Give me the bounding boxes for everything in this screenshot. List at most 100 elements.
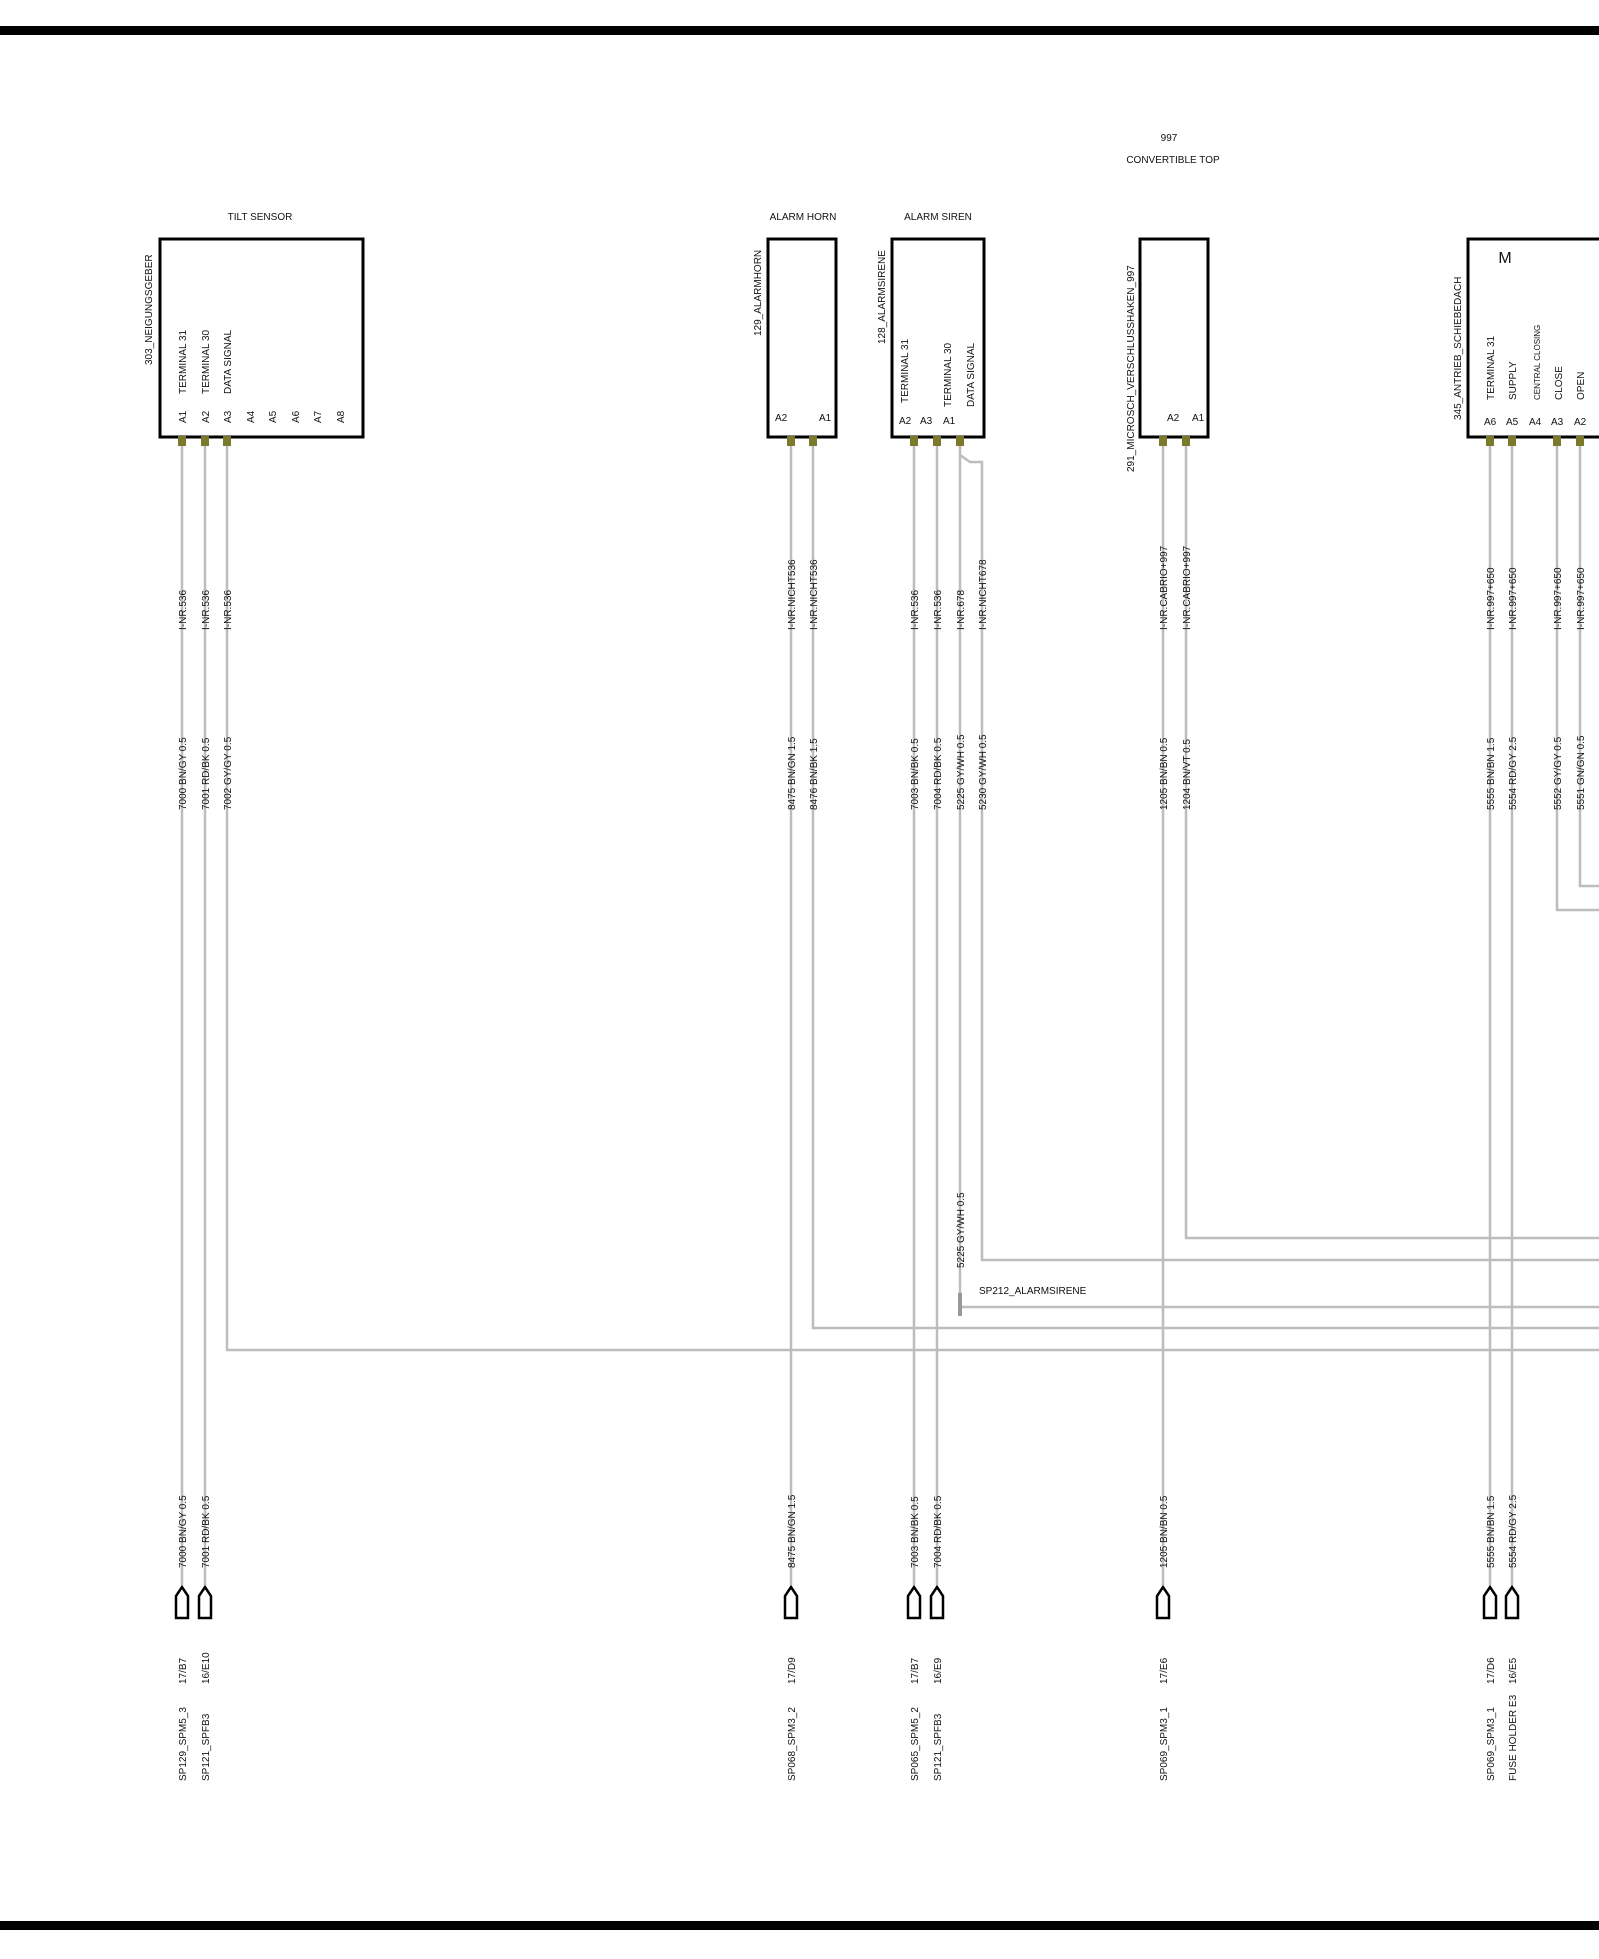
- pin-terminal[interactable]: [1508, 436, 1516, 446]
- tilt-fn-3: DATA SIGNAL: [223, 329, 234, 394]
- siren-pin-label: A2: [899, 416, 912, 427]
- wire-id-mid: 5225 GY/WH 0.5: [956, 1192, 967, 1268]
- connector-arrow[interactable]: [197, 1584, 213, 1620]
- grid-ref: 17/D6: [1486, 1657, 1497, 1684]
- splice-label: SP212_ALARMSIRENE: [979, 1286, 1087, 1297]
- motor-fn-4: CLOSE: [1554, 366, 1565, 400]
- tilt-pin-label: A4: [246, 410, 257, 423]
- siren-box: [890, 237, 986, 439]
- horn-pin-label: A1: [819, 413, 832, 424]
- wire-id: 5552 GY/GY 0.5: [1553, 736, 1564, 810]
- component-tilt-sensor[interactable]: TILT SENSOR 303_NEIGUNGSGEBER TERMINAL 3…: [144, 212, 365, 446]
- siren-pin-label: A1: [943, 416, 956, 427]
- destination: SP065_SPM5_2: [910, 1707, 921, 1781]
- component-microswitch[interactable]: 291_MICROSCH_VERSCHLUSSHAKEN_997 A2 A1: [1126, 237, 1210, 472]
- motor-box: [1466, 237, 1599, 439]
- motor-pin-label: A3: [1551, 417, 1564, 428]
- wire-labels-upper: I-NR.536 I-NR.536 I-NR.536 I-NR.NICHT536…: [178, 545, 1587, 1268]
- pin-terminal[interactable]: [1553, 436, 1561, 446]
- component-alarm-horn[interactable]: ALARM HORN 129_ALARMHORN A2 A1: [753, 212, 838, 446]
- wire-id-bottom: 5555 BN/BN 1.5: [1486, 1495, 1497, 1568]
- connector-arrow[interactable]: [906, 1584, 922, 1620]
- wire-condition: I-NR.536: [223, 590, 234, 630]
- pin-terminal[interactable]: [809, 436, 817, 446]
- pin-terminal[interactable]: [933, 436, 941, 446]
- horn-title: ALARM HORN: [770, 212, 837, 223]
- pin-terminal[interactable]: [910, 436, 918, 446]
- connector-arrow[interactable]: [783, 1584, 799, 1620]
- micro-box: [1138, 237, 1210, 439]
- wire-condition: I-NR.997+650: [1508, 567, 1519, 630]
- group-name: CONVERTIBLE TOP: [1126, 155, 1220, 166]
- wire-condition: I-NR.536: [178, 590, 189, 630]
- connector-arrow[interactable]: [1482, 1584, 1498, 1620]
- pin-terminal[interactable]: [223, 436, 231, 446]
- tilt-pin-label: A2: [201, 410, 212, 423]
- tilt-code: 303_NEIGUNGSGEBER: [144, 254, 155, 365]
- wire-id: 7003 BN/BK 0.5: [910, 738, 921, 810]
- pin-terminal[interactable]: [1182, 436, 1190, 446]
- tilt-fn-1: TERMINAL 31: [178, 329, 189, 394]
- grid-ref: 16/E9: [933, 1657, 944, 1684]
- pin-terminal[interactable]: [1486, 436, 1494, 446]
- connector-arrow[interactable]: [929, 1584, 945, 1620]
- wire-1204[interactable]: [1184, 440, 1599, 1240]
- wire-id: 5555 BN/BN 1.5: [1486, 737, 1497, 810]
- wire-condition: I-NR.536: [933, 590, 944, 630]
- wire-condition: I-NR.536: [910, 590, 921, 630]
- wire-id: 5554 RD/GY 2.5: [1508, 736, 1519, 810]
- group-number: 997: [1161, 133, 1178, 144]
- connector-arrow[interactable]: [174, 1584, 190, 1620]
- pin-terminal[interactable]: [1576, 436, 1584, 446]
- wire-condition: I-NR.NICHT536: [787, 559, 798, 630]
- grid-ref: 17/E6: [1159, 1657, 1170, 1684]
- tilt-pin-label: A6: [291, 410, 302, 423]
- tilt-pin-label: A7: [313, 410, 324, 423]
- horn-box: [766, 237, 838, 439]
- motor-pin-label: A6: [1484, 417, 1497, 428]
- horn-code: 129_ALARMHORN: [753, 250, 764, 336]
- pin-terminal[interactable]: [201, 436, 209, 446]
- wire-5230[interactable]: [959, 453, 1599, 1262]
- tilt-pin-label: A3: [223, 410, 234, 423]
- pin-terminal[interactable]: [1159, 436, 1167, 446]
- tilt-pin-label: A1: [178, 410, 189, 423]
- siren-code: 128_ALARMSIRENE: [877, 250, 888, 344]
- wire-5551[interactable]: [1578, 440, 1599, 888]
- destination: SP121_SPFB3: [201, 1713, 212, 1781]
- tilt-pin-label: A8: [336, 410, 347, 423]
- wire-labels-lower: 7000 BN/GY 0.5 7001 RD/BK 0.5 8475 BN/GN…: [178, 1494, 1519, 1568]
- motor-pin-label: A2: [1574, 417, 1587, 428]
- component-sliding-roof-motor[interactable]: M 345_ANTRIEB_SCHIEBEDACH TERMINAL 31 SU…: [1453, 237, 1599, 446]
- connector-arrow[interactable]: [1504, 1584, 1520, 1620]
- connector-arrow[interactable]: [1155, 1584, 1171, 1620]
- destination: SP069_SPM3_1: [1159, 1707, 1170, 1781]
- destinations: SP129_SPM5_3 SP121_SPFB3 SP068_SPM3_2 SP…: [178, 1694, 1519, 1781]
- siren-fn-2: TERMINAL 30: [943, 342, 954, 407]
- wire-8476[interactable]: [811, 440, 1599, 1330]
- tilt-fn-2: TERMINAL 30: [201, 329, 212, 394]
- tilt-box: [158, 237, 365, 439]
- wire-id: 5225 GY/WH 0.5: [956, 734, 967, 810]
- wire-condition: I-NR.997+650: [1553, 567, 1564, 630]
- wire-condition: I-NR.997+650: [1576, 567, 1587, 630]
- destination: SP068_SPM3_2: [787, 1707, 798, 1781]
- wire-condition: I-NR.536: [201, 590, 212, 630]
- wire-id-bottom: 7003 BN/BK 0.5: [910, 1496, 921, 1568]
- wire-id: 7002 GY/GY 0.5: [223, 736, 234, 810]
- motor-fn-2: SUPPLY: [1508, 361, 1519, 400]
- micro-pin-label: A2: [1167, 413, 1180, 424]
- pin-terminal[interactable]: [956, 436, 964, 446]
- pin-terminal[interactable]: [178, 436, 186, 446]
- grid-ref: 17/D9: [787, 1657, 798, 1684]
- grid-refs: 17/B7 16/E10 17/D9 17/B7 16/E9 17/E6 17/…: [178, 1652, 1519, 1684]
- wire-condition: I-NR.NICHT678: [978, 559, 989, 630]
- pin-terminal[interactable]: [787, 436, 795, 446]
- wire-5552[interactable]: [1555, 440, 1599, 912]
- wire-id: 1205 BN/BN 0.5: [1159, 737, 1170, 810]
- destination: SP069_SPM3_1: [1486, 1707, 1497, 1781]
- wire-condition: I-NR.678: [956, 590, 967, 630]
- component-alarm-siren[interactable]: ALARM SIREN 128_ALARMSIRENE TERMINAL 31 …: [877, 212, 986, 446]
- wire-id: 1204 BN/VT 0.5: [1182, 739, 1193, 810]
- wire-7002[interactable]: [225, 440, 1599, 1352]
